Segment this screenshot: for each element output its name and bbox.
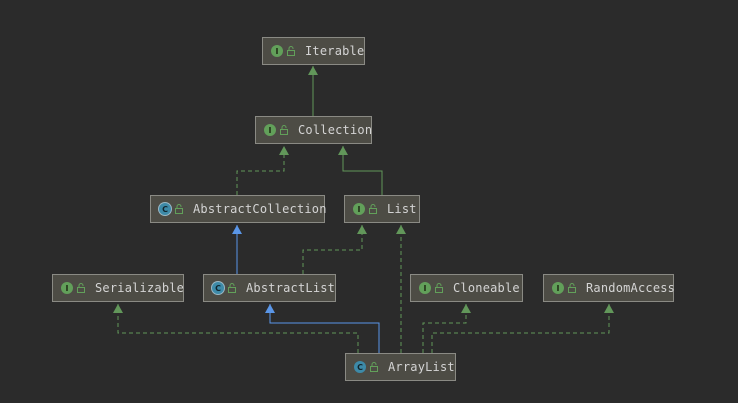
lock-icon [175,204,183,214]
node-abstract-list[interactable]: C AbstractList [203,274,336,302]
edge-abstractcollection-collection [236,146,285,195]
edge-arraylist-serializable [117,304,359,353]
node-abstract-collection[interactable]: C AbstractCollection [150,195,327,223]
node-label: Cloneable [453,281,520,295]
lock-icon [77,283,85,293]
lock-icon [435,283,443,293]
arrowhead [232,225,242,234]
lock-icon [228,283,236,293]
arrowhead [338,146,348,155]
node-label: ArrayList [388,360,455,374]
arrowhead [461,304,471,313]
arrowhead [113,304,123,313]
arrowhead [265,304,275,313]
node-list[interactable]: I List [344,195,420,223]
node-serializable[interactable]: I Serializable [52,274,184,302]
lock-icon [370,362,378,372]
interface-icon: I [264,124,276,136]
edge-arraylist-randomaccess [431,304,610,353]
edge-arraylist-abstractlist [269,304,380,353]
arrowhead [279,146,289,155]
node-label: Collection [298,123,373,137]
arrowhead [604,304,614,313]
arrowhead [357,225,367,234]
node-array-list[interactable]: C ArrayList [345,353,456,381]
interface-icon: I [419,282,431,294]
lock-icon [287,46,295,56]
arrowhead [308,66,318,75]
node-random-access[interactable]: I RandomAccess [543,274,676,302]
node-label: Serializable [95,281,185,295]
arrowhead [396,225,406,234]
interface-icon: I [353,203,365,215]
node-label: List [387,202,417,216]
edge-arraylist-cloneable [422,304,467,353]
interface-icon: I [271,45,283,57]
lock-icon [369,204,377,214]
node-label: Iterable [305,44,365,58]
edge-abstractlist-list [302,225,363,274]
interface-icon: I [61,282,73,294]
edge-list-collection [342,146,383,195]
lock-icon [568,283,576,293]
class-icon: C [354,361,366,373]
node-cloneable[interactable]: I Cloneable [410,274,523,302]
abstract-class-icon: C [159,203,171,215]
node-collection[interactable]: I Collection [255,116,372,144]
node-label: AbstractList [246,281,336,295]
abstract-class-icon: C [212,282,224,294]
node-label: AbstractCollection [193,202,327,216]
node-label: RandomAccess [586,281,676,295]
lock-icon [280,125,288,135]
interface-icon: I [552,282,564,294]
node-iterable[interactable]: I Iterable [262,37,365,65]
